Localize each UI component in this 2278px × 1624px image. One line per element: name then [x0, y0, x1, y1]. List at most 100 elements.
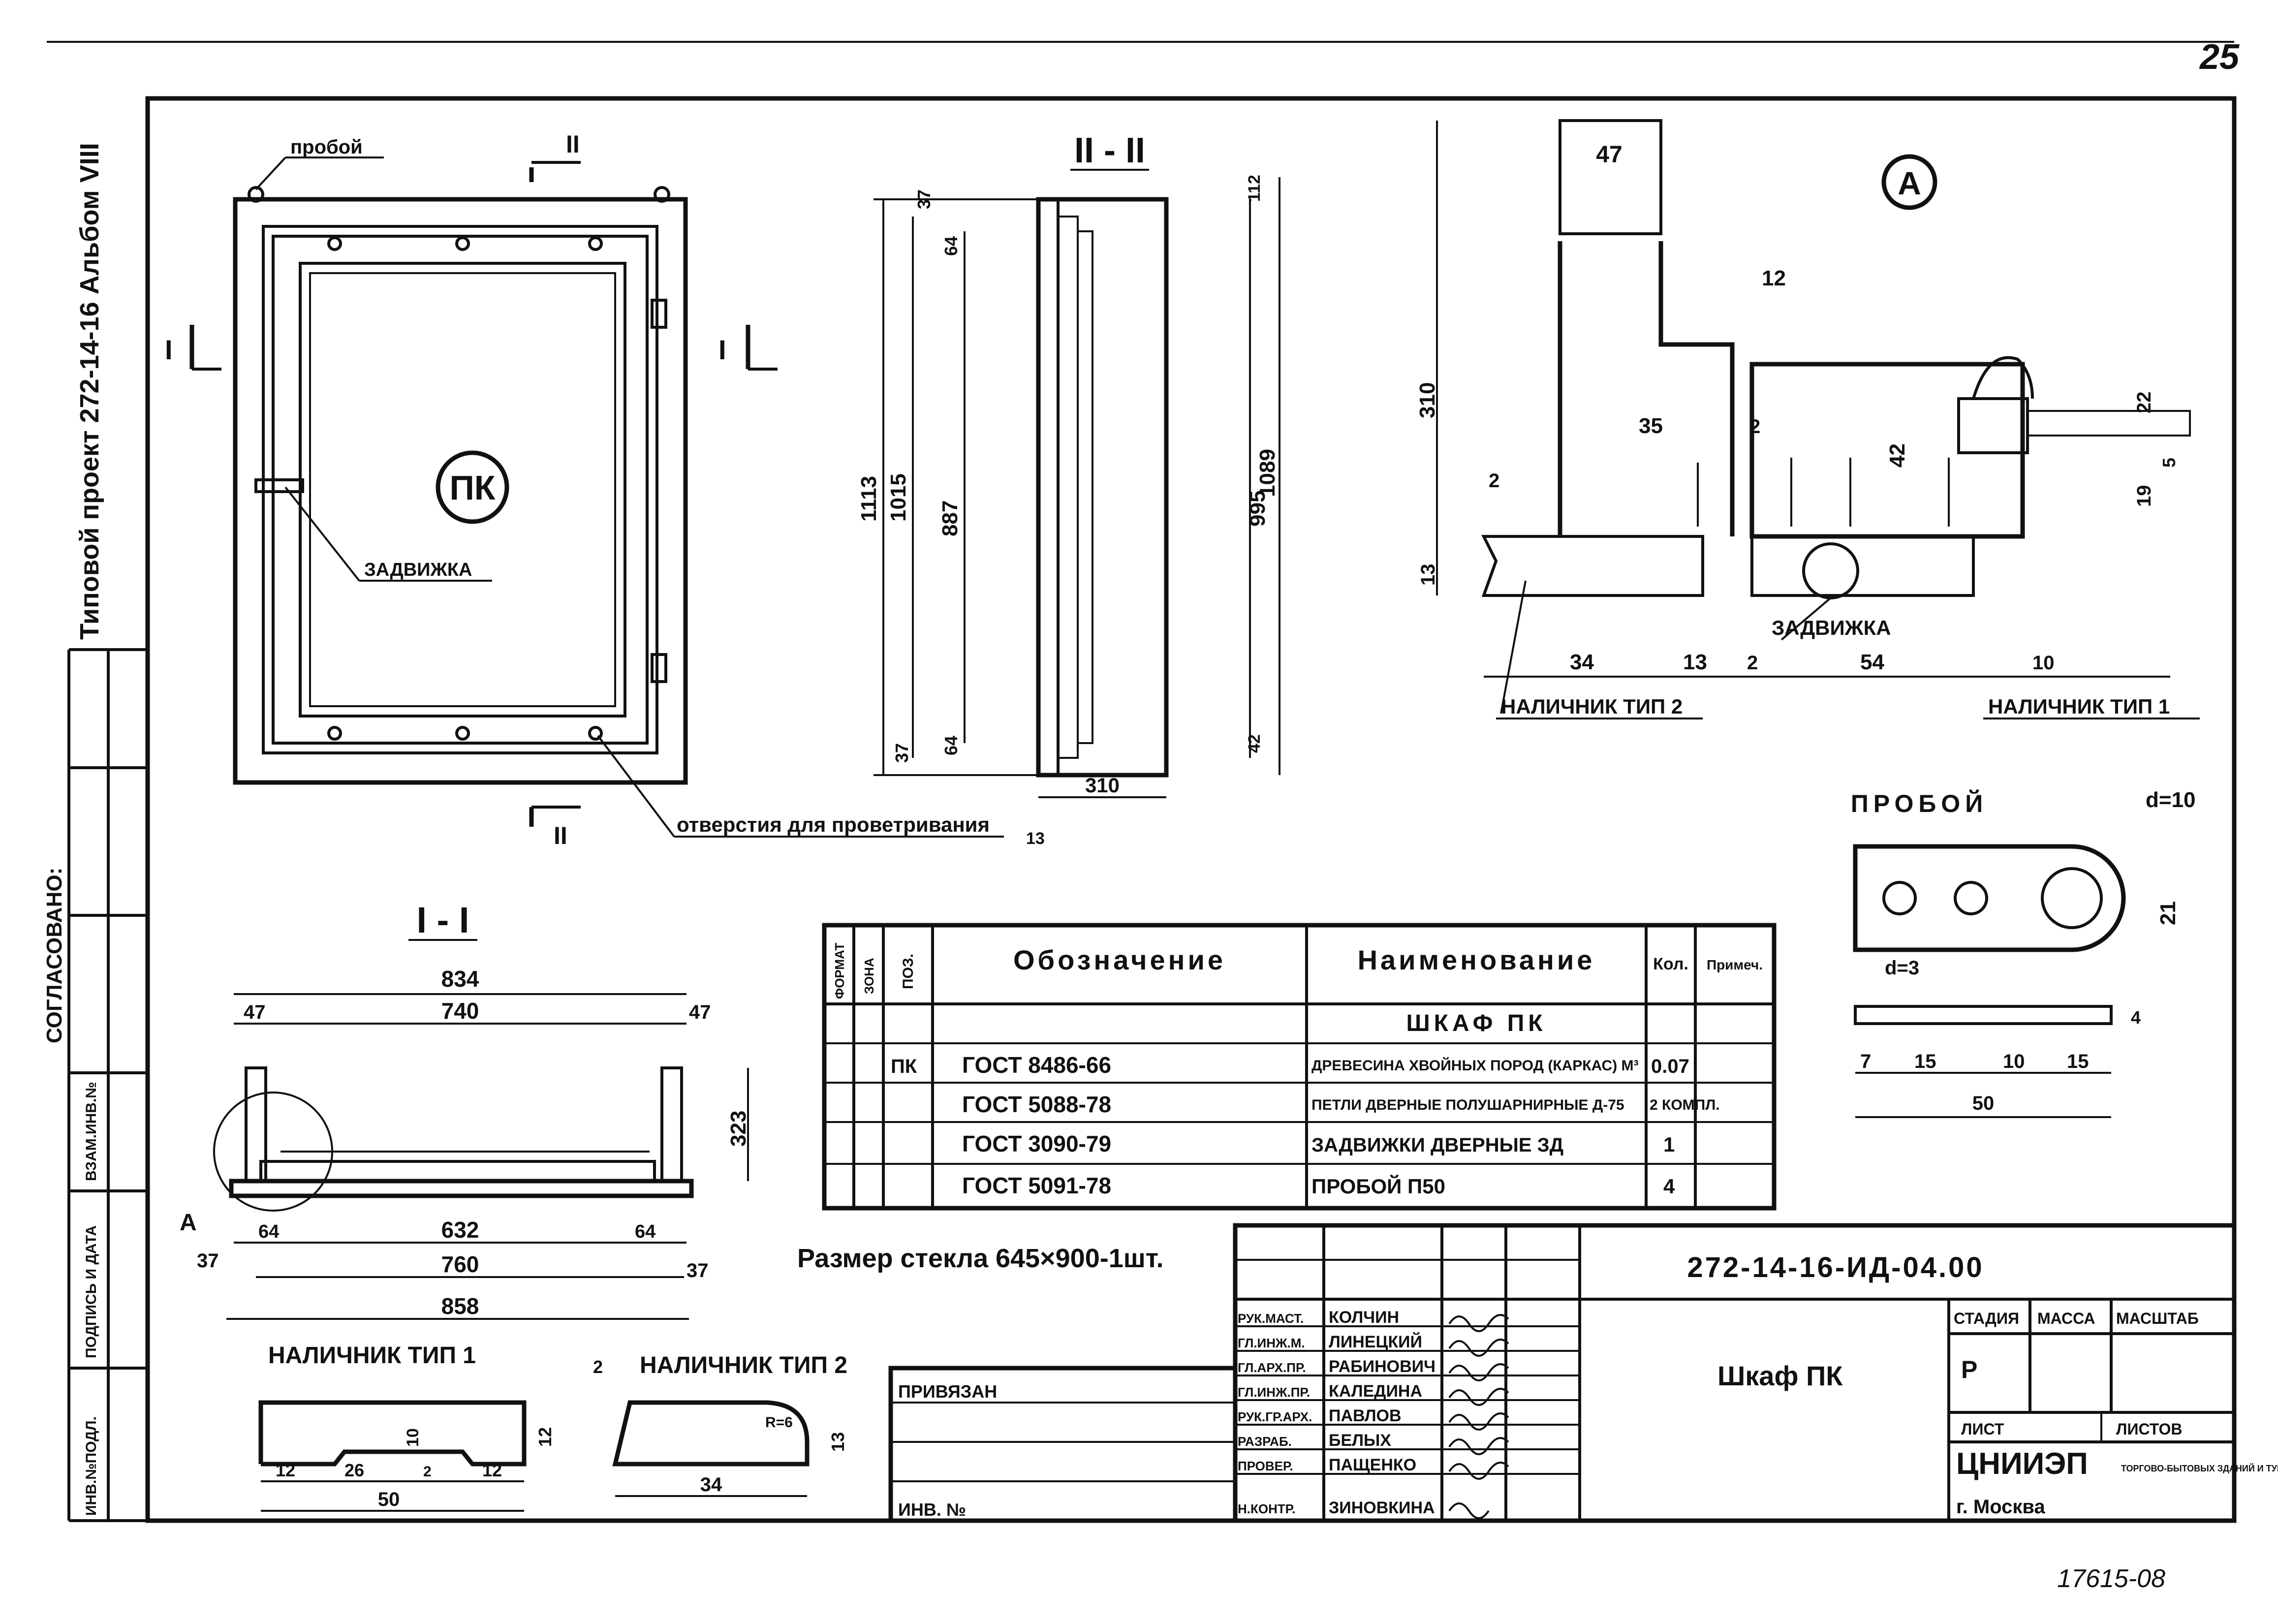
svg-text:740: 740 [441, 998, 479, 1024]
section-i: I - I 834 47 740 47 323 А 37 64 632 64 7… [180, 900, 750, 1320]
svg-text:4: 4 [2131, 1007, 2141, 1028]
hinge [651, 653, 667, 683]
svg-text:13: 13 [1417, 564, 1439, 586]
svg-text:ЛИСТОВ: ЛИСТОВ [2116, 1420, 2183, 1438]
latch-label: ЗАДВИЖКА [364, 560, 472, 580]
vent-holes [327, 236, 603, 741]
svg-text:47: 47 [689, 1001, 711, 1023]
archive-number: 17615-08 [2057, 1564, 2165, 1593]
svg-text:БЕЛЫХ: БЕЛЫХ [1329, 1431, 1391, 1450]
svg-text:2 КОМПЛ.: 2 КОМПЛ. [1650, 1097, 1720, 1113]
svg-text:858: 858 [441, 1293, 479, 1319]
svg-text:ПК: ПК [891, 1056, 917, 1077]
svg-text:35: 35 [1639, 414, 1663, 438]
glazing-seal [1972, 356, 2034, 399]
title-block: ПРИВЯЗАН ИНВ. № 272-14-16-ИД-04.00 Шкаф … [888, 1223, 2278, 1523]
svg-text:СТАДИЯ: СТАДИЯ [1954, 1310, 2019, 1327]
svg-text:37: 37 [914, 189, 934, 209]
probe-section [1854, 1005, 2113, 1025]
svg-text:ГОСТ 3090-79: ГОСТ 3090-79 [962, 1131, 1111, 1156]
svg-text:ЗОНА: ЗОНА [862, 958, 876, 994]
dim-1113: 1113 [857, 476, 881, 522]
sheet-number: 25 [2199, 37, 2240, 77]
designation-header: Обозначение [1013, 944, 1226, 975]
name-header: Наименование [1358, 944, 1595, 975]
spec-table: ФОРМАТ ЗОНА ПОЗ. Обозначение Наименовани… [822, 923, 1777, 1211]
frame-bar-top [1559, 119, 1662, 235]
svg-text:ПАВЛОВ: ПАВЛОВ [1329, 1406, 1402, 1425]
dim-887: 887 [938, 500, 962, 536]
svg-text:13: 13 [1026, 829, 1045, 848]
detail-latch-label: ЗАДВИЖКА [1772, 616, 1891, 639]
svg-text:34: 34 [1570, 650, 1594, 674]
svg-text:2: 2 [1749, 416, 1760, 437]
section-marker-2: II [566, 130, 580, 158]
signatures [1448, 1314, 1509, 1519]
svg-text:26: 26 [344, 1460, 364, 1480]
dim-1015: 1015 [886, 473, 910, 522]
signer-row: ПРОВЕР. ПАЩЕНКО [1235, 1456, 1580, 1475]
svg-text:37: 37 [687, 1260, 709, 1281]
section-ii: II - II 1113 1015 887 37 64 37 64 310 13 [857, 131, 1169, 848]
svg-text:МАССА: МАССА [2037, 1310, 2095, 1327]
sign-date-label: ПОДПИСЬ И ДАТА [83, 1225, 99, 1358]
svg-text:10: 10 [2032, 652, 2055, 674]
detail-a-mark-circle [1881, 154, 1937, 210]
signer-row: Н.КОНТР. ЗИНОВКИНА [1238, 1499, 1435, 1517]
svg-text:15: 15 [1914, 1051, 1936, 1072]
svg-text:ЗАДВИЖКИ ДВЕРНЫЕ ЗД: ЗАДВИЖКИ ДВЕРНЫЕ ЗД [1311, 1134, 1563, 1156]
section-i-mark-a: А [180, 1210, 197, 1236]
replace-inv-label: ВЗАМ.ИНВ.№ [83, 1082, 99, 1181]
glass-note: Размер стекла 645×900-1шт. [797, 1244, 1163, 1273]
svg-text:0.07: 0.07 [1651, 1056, 1689, 1077]
svg-text:РУК.ГР.АРХ.: РУК.ГР.АРХ. [1238, 1409, 1312, 1424]
trim-type2-profile [612, 1400, 810, 1467]
svg-text:13: 13 [828, 1432, 848, 1452]
cabinet-outline [233, 197, 688, 785]
signer-row: РУК.ГР.АРХ. ПАВЛОВ [1235, 1406, 1580, 1426]
svg-text:Р: Р [1961, 1356, 1977, 1383]
overall-height-dims: 995 1089 112 42 [1245, 175, 1280, 775]
svg-text:ПЕТЛИ ДВЕРНЫЕ ПОЛУШАРНИРНЫЕ Д-: ПЕТЛИ ДВЕРНЫЕ ПОЛУШАРНИРНЫЕ Д-75 [1311, 1097, 1624, 1113]
svg-text:2: 2 [423, 1464, 432, 1480]
detail-trim2-label: НАЛИЧНИК ТИП 2 [1501, 695, 1683, 718]
section-marker-2: II [554, 822, 567, 849]
svg-text:2: 2 [1489, 470, 1499, 492]
section-marker-1: I [718, 334, 726, 365]
svg-text:12: 12 [535, 1427, 555, 1447]
project-title: Типовой проект 272-14-16 Альбом VIII [75, 143, 104, 640]
org-name: ЦНИИЭП [1956, 1447, 2088, 1481]
svg-text:d=10: d=10 [2146, 788, 2196, 812]
detail-a-callout [213, 1092, 333, 1212]
svg-text:ГОСТ 5088-78: ГОСТ 5088-78 [962, 1092, 1111, 1117]
detail-a: А 47 12 310 35 2 42 22 5 19 13 2 34 13 2… [1415, 119, 2200, 719]
trim-type-1 [1750, 535, 1975, 597]
svg-text:42: 42 [1245, 734, 1264, 753]
svg-text:10: 10 [2003, 1051, 2025, 1072]
signer-row: ГЛ.ИНЖ.ПР. КАЛЕДИНА [1235, 1382, 1580, 1401]
svg-text:ГЛ.АРХ.ПР.: ГЛ.АРХ.ПР. [1238, 1360, 1306, 1375]
latch-circle [1802, 542, 1859, 599]
doc-name: Шкаф ПК [1717, 1360, 1843, 1391]
svg-text:12: 12 [276, 1460, 295, 1480]
svg-text:РУК.МАСТ.: РУК.МАСТ. [1238, 1311, 1304, 1326]
svg-text:54: 54 [1860, 650, 1884, 674]
svg-text:КОЛЧИН: КОЛЧИН [1329, 1308, 1399, 1327]
org-desc: ТОРГОВО-БЫТОВЫХ ЗДАНИЙ И ТУРИСТСКИХ КОМП… [2121, 1463, 2278, 1473]
inv-no-label: ИНВ. № [898, 1499, 966, 1520]
section-marker-1: I [165, 334, 173, 365]
svg-text:64: 64 [635, 1221, 655, 1242]
spec-row: ГОСТ 5088-78 ПЕТЛИ ДВЕРНЫЕ ПОЛУШАРНИРНЫЕ… [962, 1092, 1720, 1117]
svg-text:МАСШТАБ: МАСШТАБ [2116, 1310, 2199, 1327]
svg-text:7: 7 [1860, 1051, 1871, 1072]
spec-row: ГОСТ 5091-78 ПРОБОЙ П50 4 [962, 1173, 1675, 1198]
svg-text:ГОСТ 8486-66: ГОСТ 8486-66 [962, 1052, 1111, 1078]
svg-text:50: 50 [378, 1489, 400, 1510]
svg-text:R=6: R=6 [765, 1414, 793, 1431]
spec-row: ГОСТ 3090-79 ЗАДВИЖКИ ДВЕРНЫЕ ЗД 1 [962, 1131, 1675, 1156]
svg-text:ПРОБОЙ П50: ПРОБОЙ П50 [1311, 1174, 1445, 1198]
svg-text:10: 10 [404, 1428, 422, 1447]
svg-text:64: 64 [941, 736, 961, 755]
svg-text:12: 12 [1762, 266, 1786, 290]
probe-plate [1853, 844, 2126, 952]
